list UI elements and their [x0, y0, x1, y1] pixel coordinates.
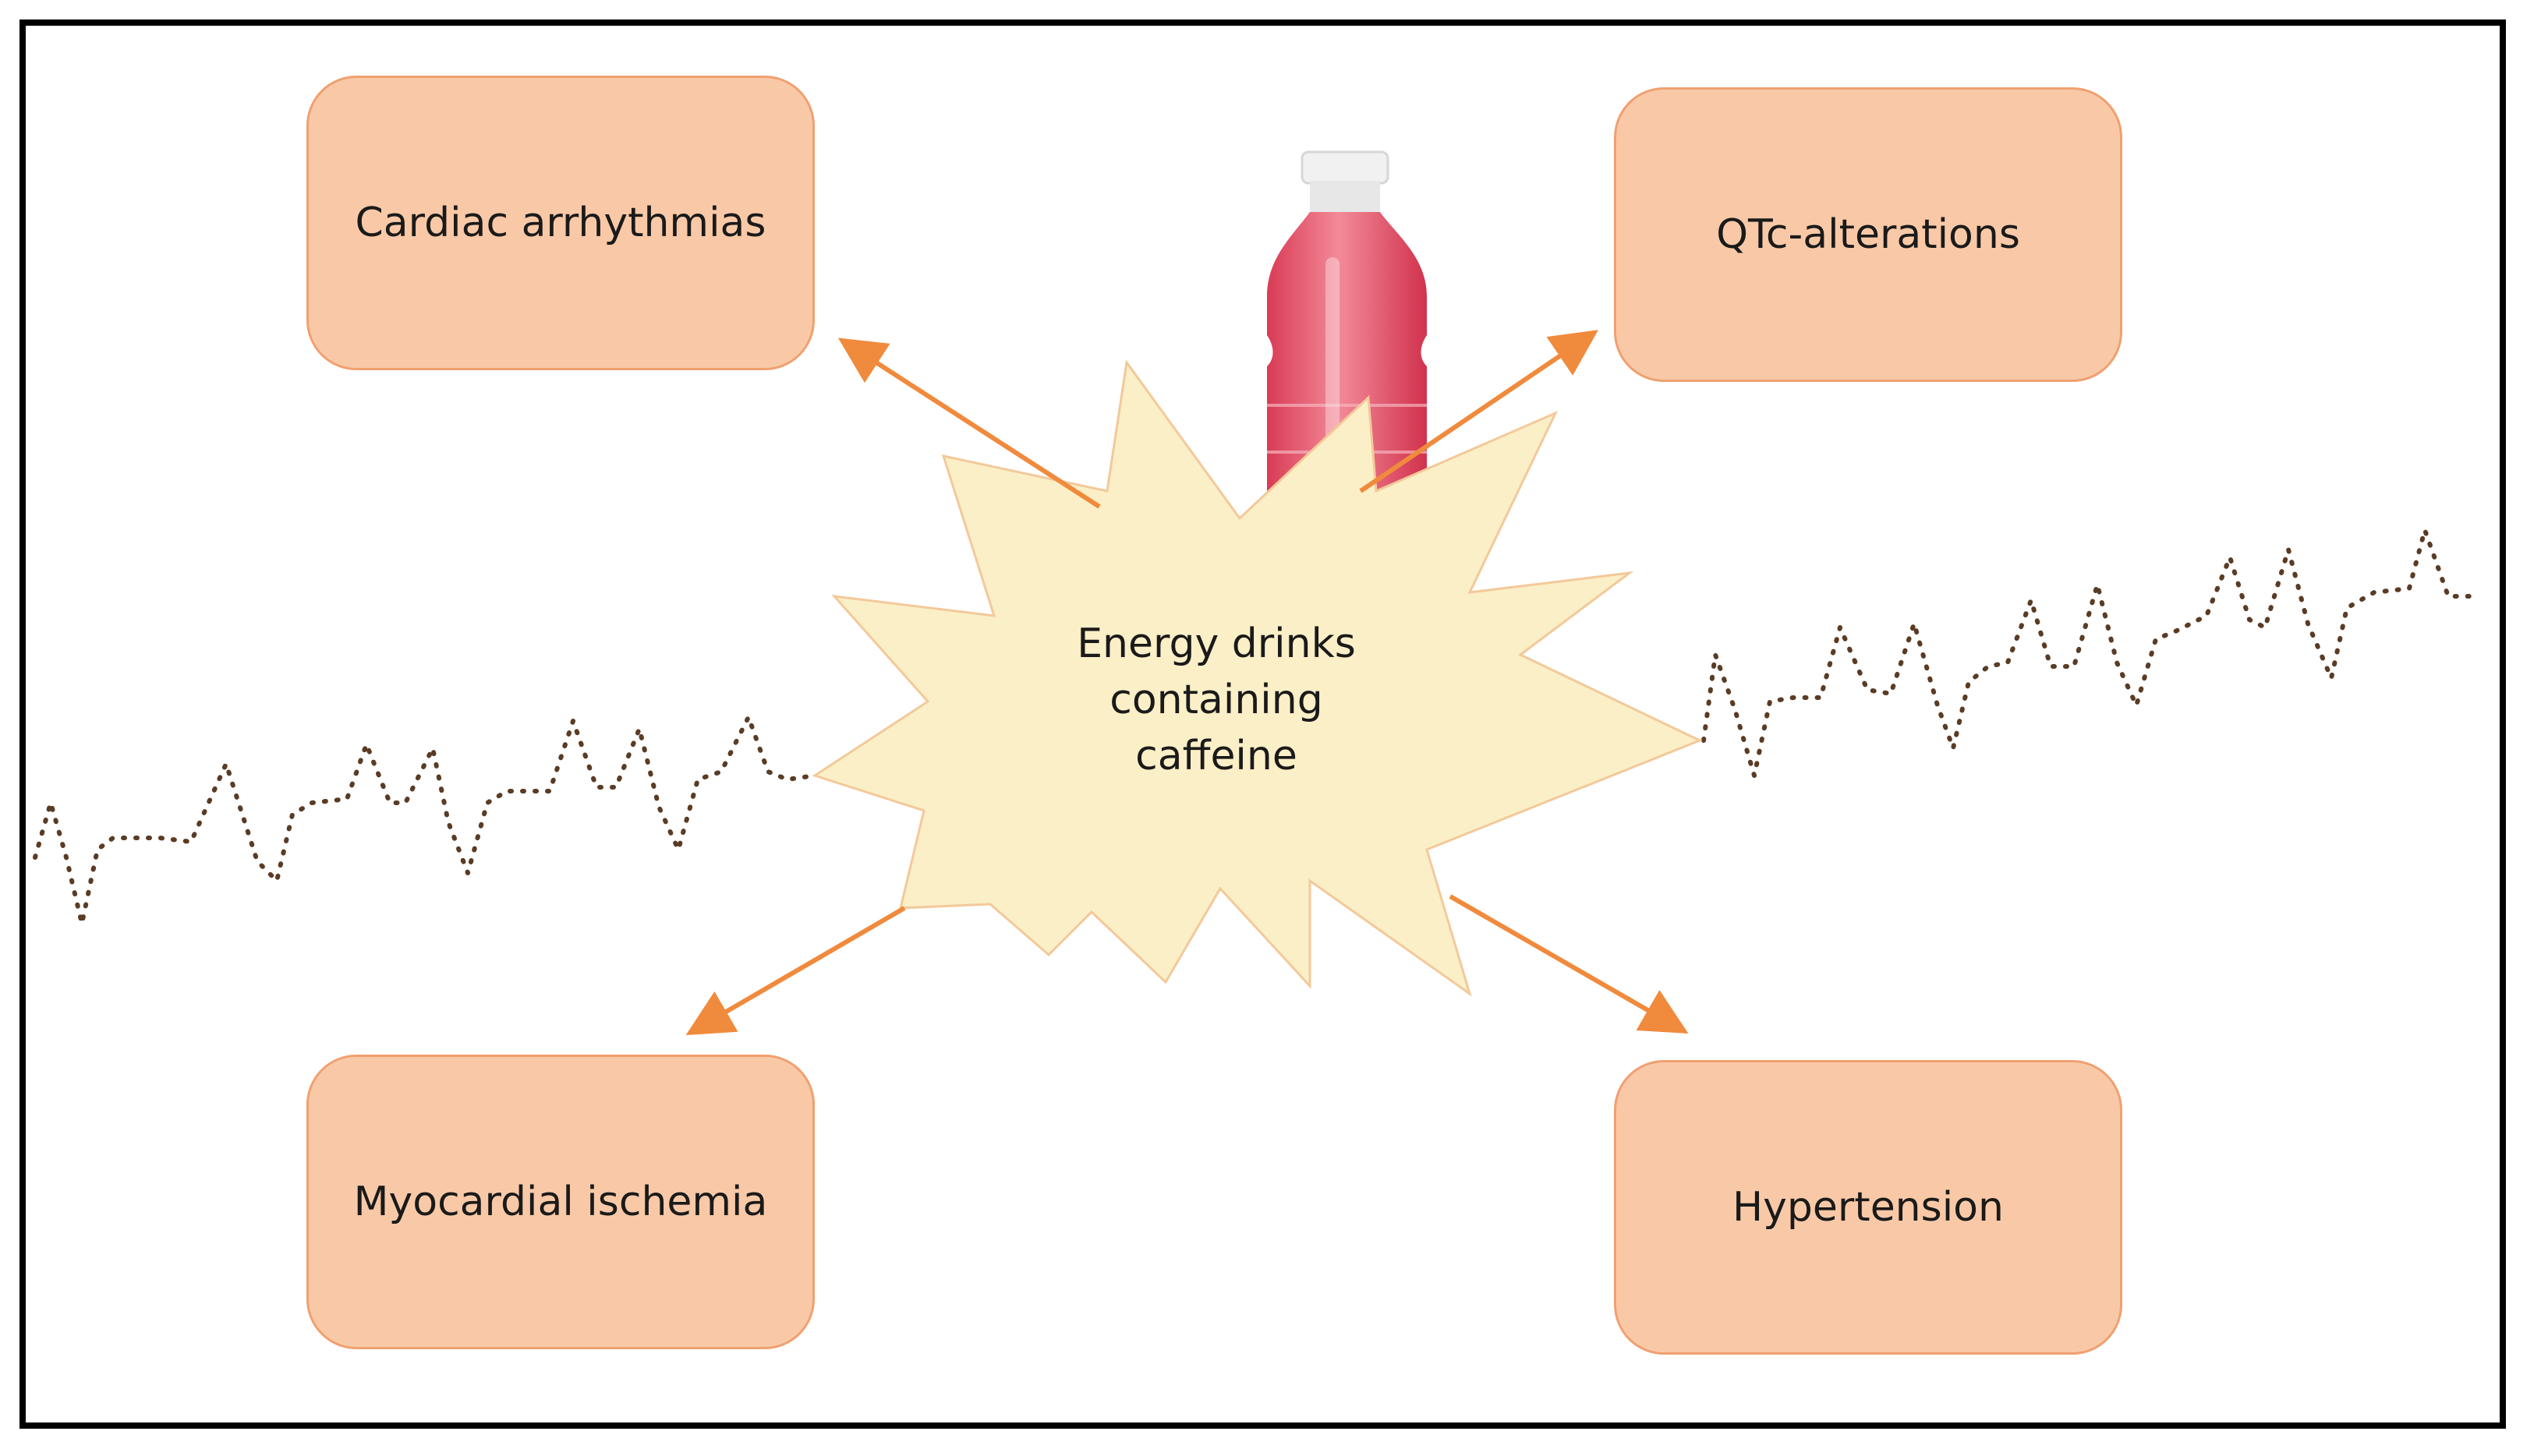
arrow-to-bottom-left: [685, 906, 906, 1036]
effect-label: Cardiac arrhythmias: [355, 200, 766, 246]
center-label-line2: containing: [1109, 677, 1323, 723]
ecg-trace-left: [33, 715, 817, 926]
arrow-to-top-right: [1359, 330, 1598, 493]
effect-box-hypertension: Hypertension: [1614, 1060, 2122, 1355]
center-label-line3: caffeine: [1135, 733, 1297, 779]
arrow-to-top-left: [837, 337, 1101, 509]
effect-label: Hypertension: [1732, 1184, 2004, 1231]
center-label-line1: Energy drinks: [1077, 620, 1356, 667]
arrow-to-bottom-right: [1449, 894, 1689, 1034]
effect-box-qtc-alterations: QTc-alterations: [1614, 87, 2122, 382]
energy-drink-bottle-icon: [1267, 150, 1427, 499]
explosion-burst: [812, 359, 1703, 997]
effect-arrows: [685, 330, 1689, 1036]
effect-label: QTc-alterations: [1716, 211, 2020, 258]
effect-label: Myocardial ischemia: [353, 1179, 768, 1225]
ecg-trace-right: [1701, 528, 2482, 778]
effect-box-cardiac-arrhythmias: Cardiac arrhythmias: [306, 76, 815, 370]
center-label: Energy drinks containing caffeine: [1014, 616, 1419, 784]
effect-box-myocardial-ischemia: Myocardial ischemia: [306, 1055, 815, 1349]
